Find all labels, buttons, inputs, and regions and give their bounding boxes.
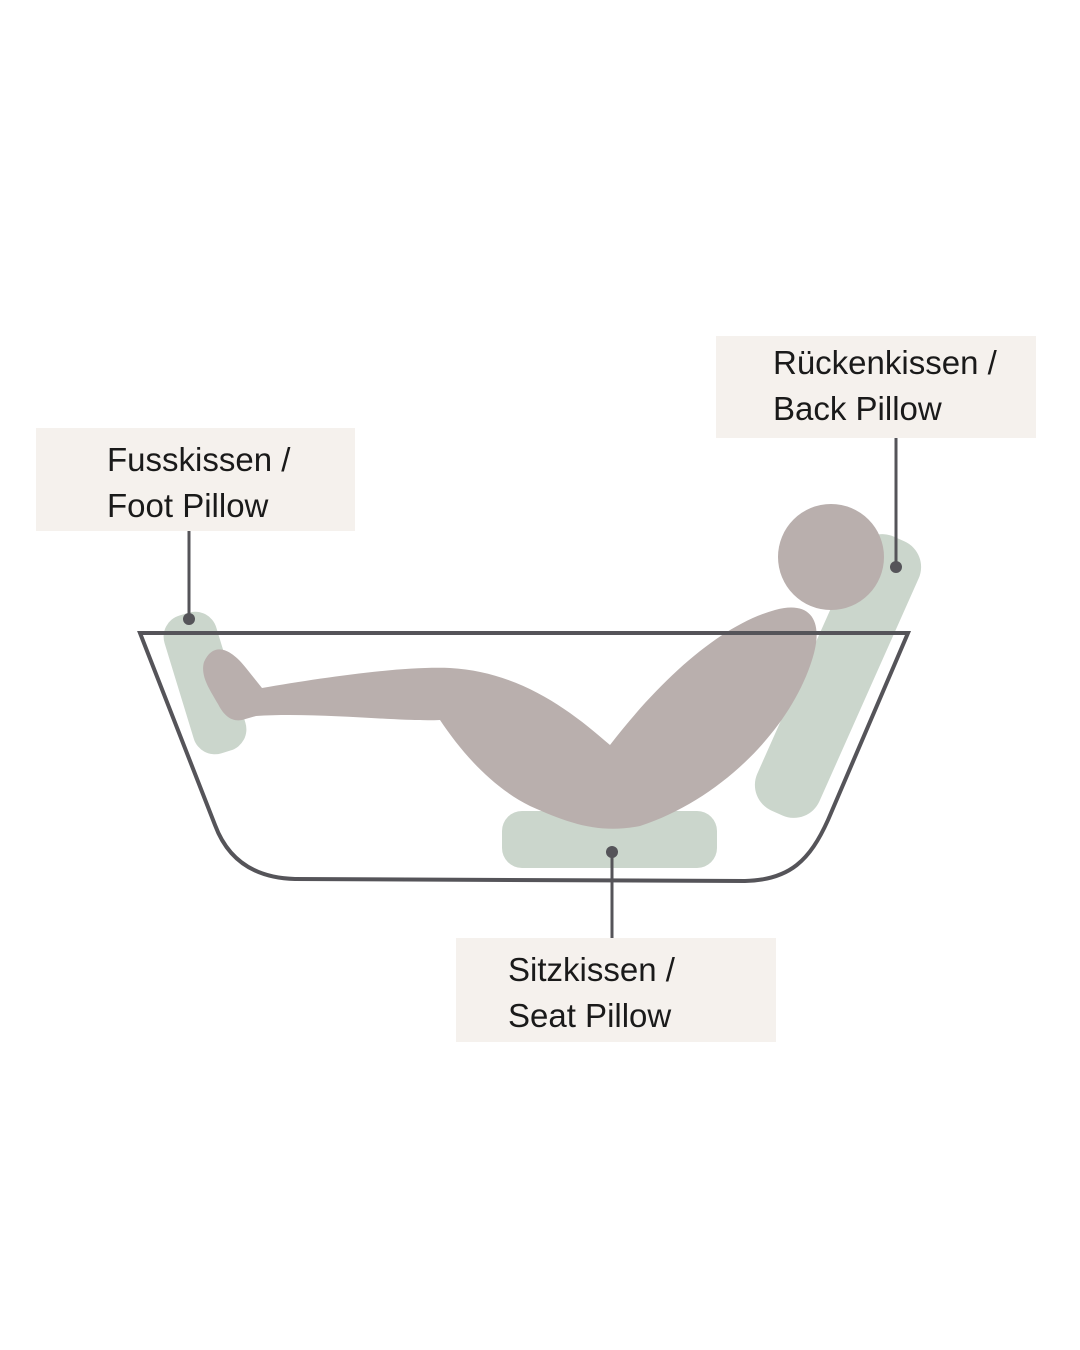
- back-pillow: [754, 534, 922, 818]
- seat-pillow: [502, 811, 717, 868]
- seat-pillow-label-de: Sitzkissen /: [508, 951, 675, 988]
- foot-pillow-label-de: Fusskissen /: [107, 441, 291, 478]
- foot-pillow-leader: [183, 531, 195, 625]
- back-pillow-label: Rückenkissen / Back Pillow: [716, 336, 1036, 438]
- reclining-figure: [203, 504, 884, 829]
- seat-pillow-label: Sitzkissen / Seat Pillow: [456, 938, 776, 1042]
- seat-pillow-leader: [606, 846, 618, 938]
- foot-pillow-label: Fusskissen / Foot Pillow: [36, 428, 355, 531]
- seat-pillow-label-en: Seat Pillow: [508, 997, 672, 1034]
- back-pillow-label-en: Back Pillow: [773, 390, 942, 427]
- back-pillow-leader: [890, 438, 902, 573]
- bathtub-outline: [137, 631, 912, 884]
- back-pillow-label-de: Rückenkissen /: [773, 344, 997, 381]
- foot-pillow: [163, 611, 247, 755]
- foot-pillow-label-en: Foot Pillow: [107, 487, 269, 524]
- figure-body: [203, 607, 817, 829]
- figure-head: [778, 504, 884, 610]
